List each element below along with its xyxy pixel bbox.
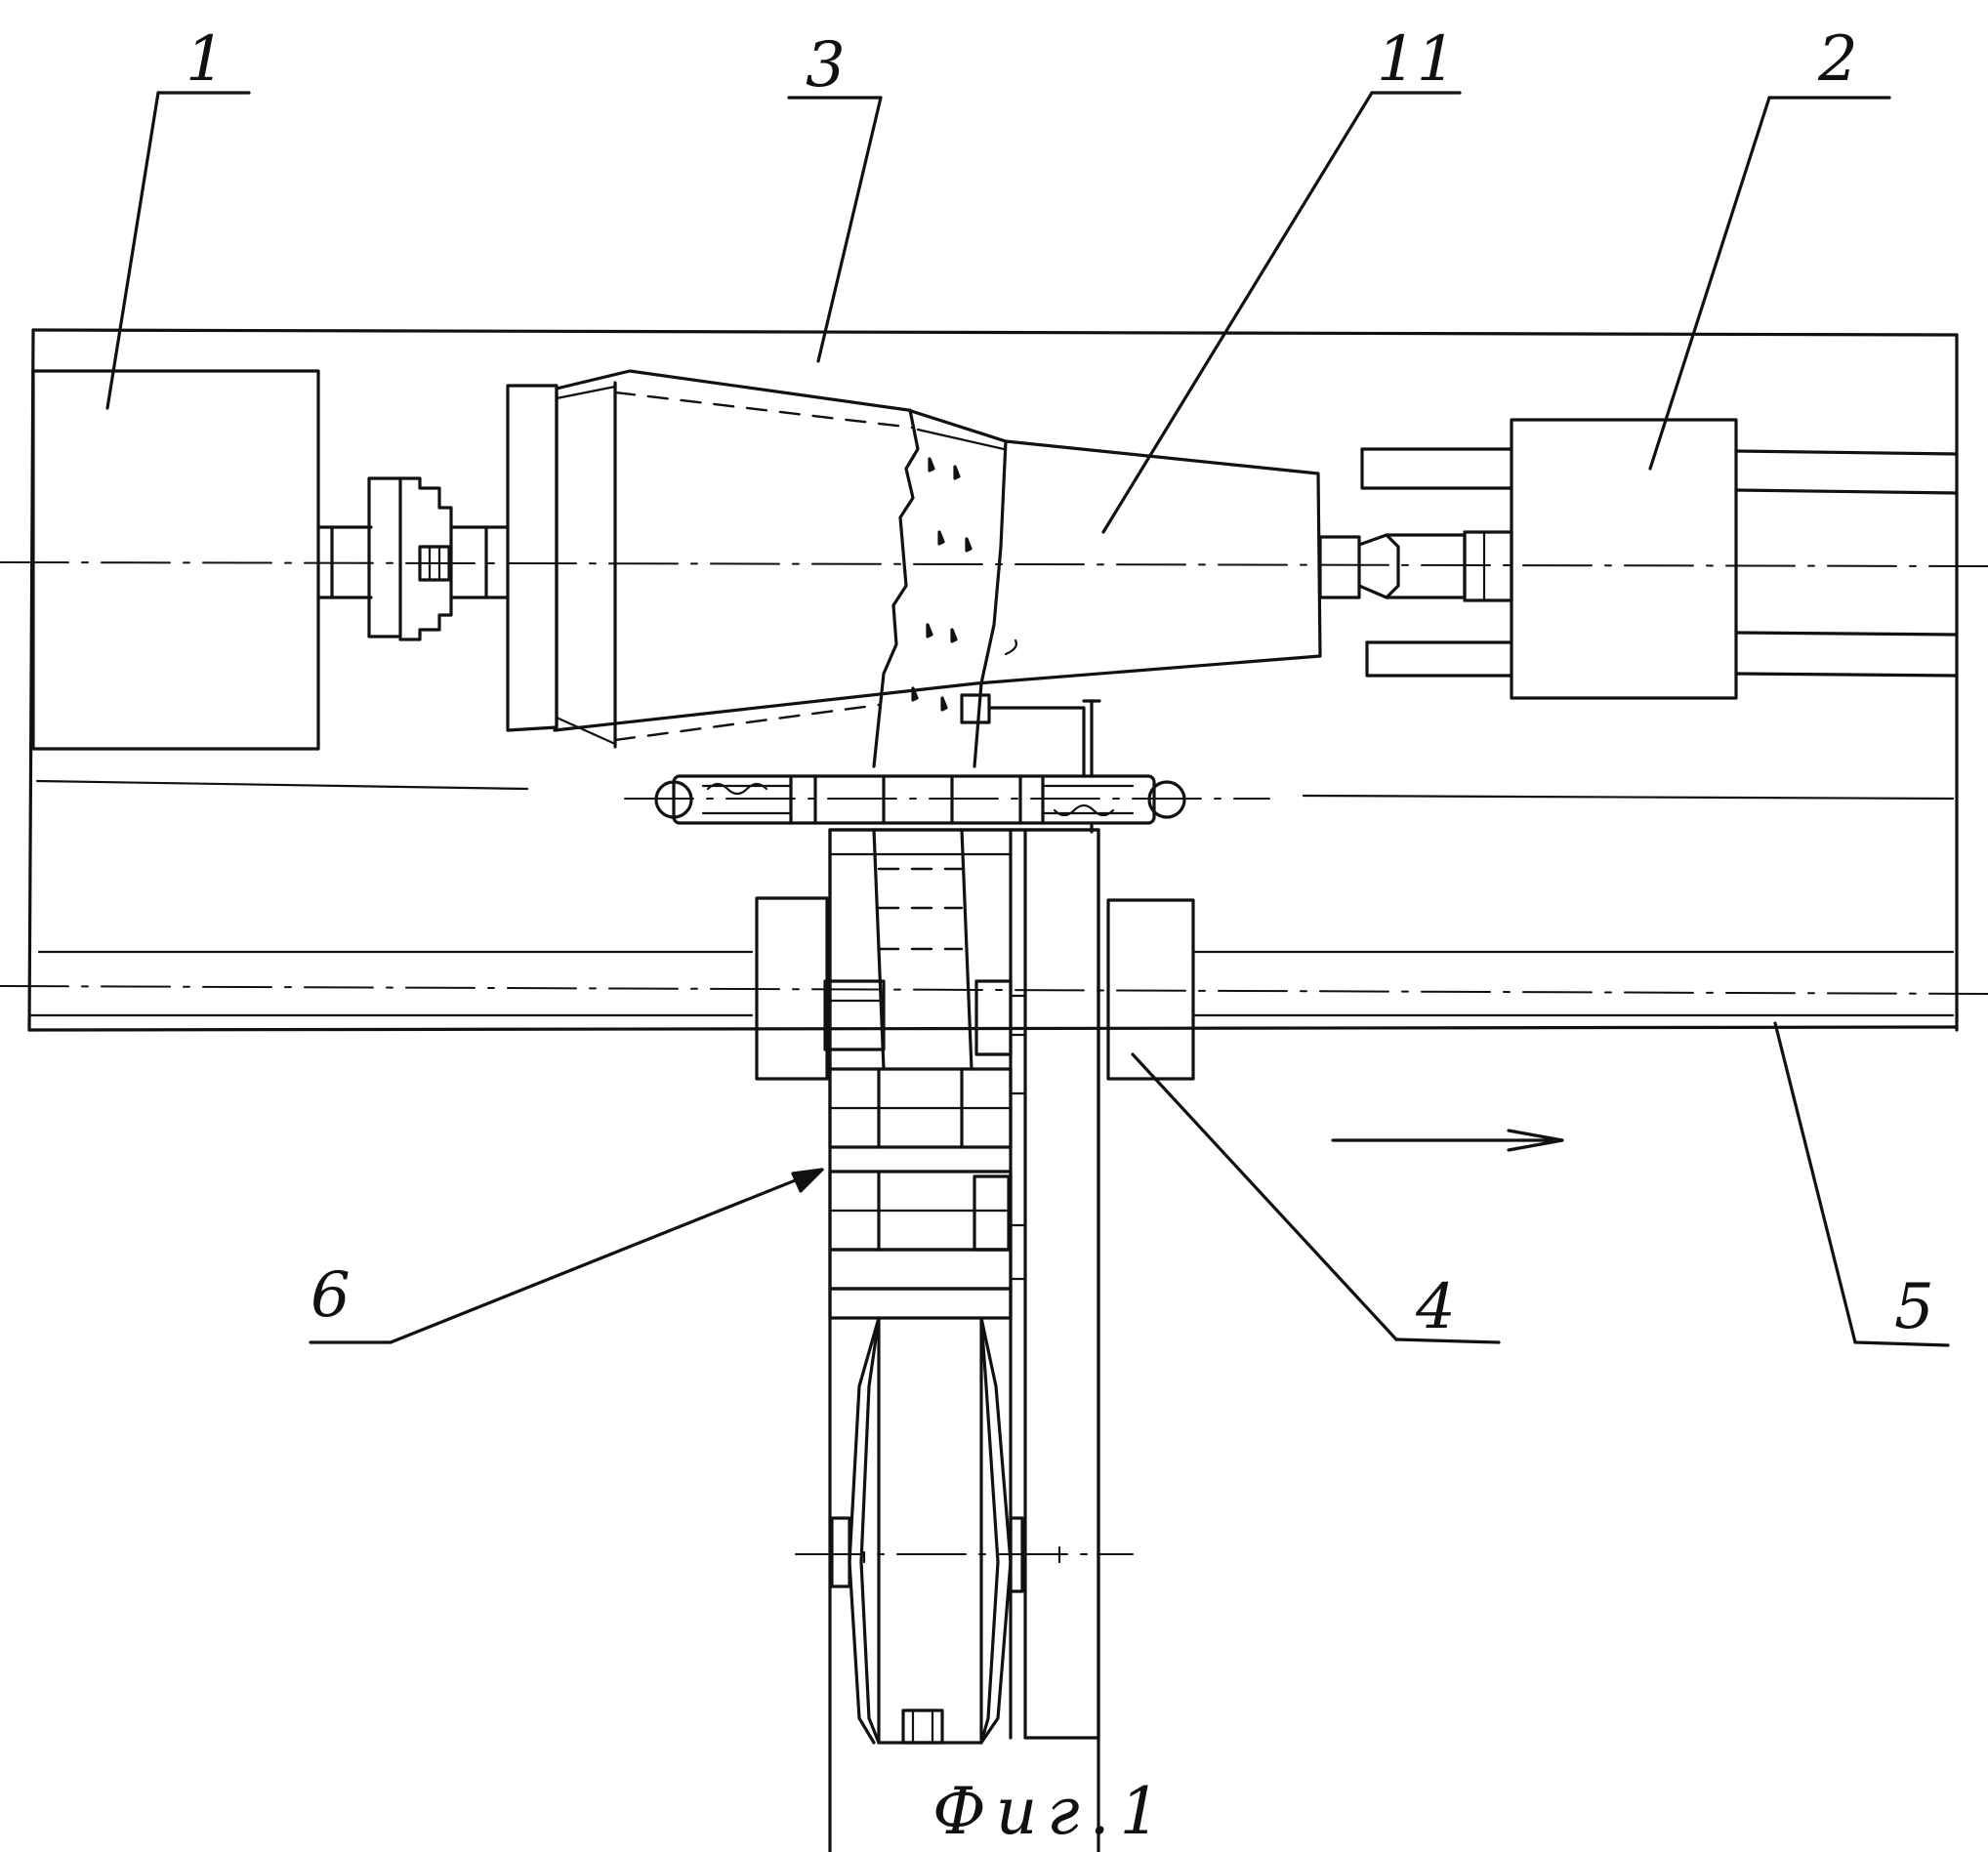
callout-11: 11 xyxy=(1377,23,1456,96)
tailstock-centre xyxy=(1318,530,1513,602)
tool-crossbar xyxy=(654,774,1186,825)
drive-tower xyxy=(828,1067,1027,1320)
tailstock-box xyxy=(1360,418,1959,700)
callout-4: 4 xyxy=(1415,1271,1456,1343)
leader-lines xyxy=(105,91,1950,1347)
figure-caption: Фиг.1 xyxy=(932,1774,1171,1849)
callout-6: 6 xyxy=(311,1259,351,1332)
callout-5: 5 xyxy=(1894,1271,1934,1343)
workpiece xyxy=(506,369,1322,768)
callout-2: 2 xyxy=(1817,23,1858,96)
centre-lines xyxy=(0,561,1988,1555)
pulleys xyxy=(830,1316,1061,1745)
tool-holder xyxy=(960,693,1101,834)
feed-direction-arrow xyxy=(1331,1129,1564,1152)
callout-1: 1 xyxy=(186,23,226,96)
callout-3: 3 xyxy=(806,29,846,102)
callout-labels: 1 2 3 4 5 6 11 xyxy=(186,23,1934,1343)
headstock-box xyxy=(31,369,320,751)
carriage xyxy=(755,828,1195,1852)
shaft-coupling xyxy=(316,476,510,641)
